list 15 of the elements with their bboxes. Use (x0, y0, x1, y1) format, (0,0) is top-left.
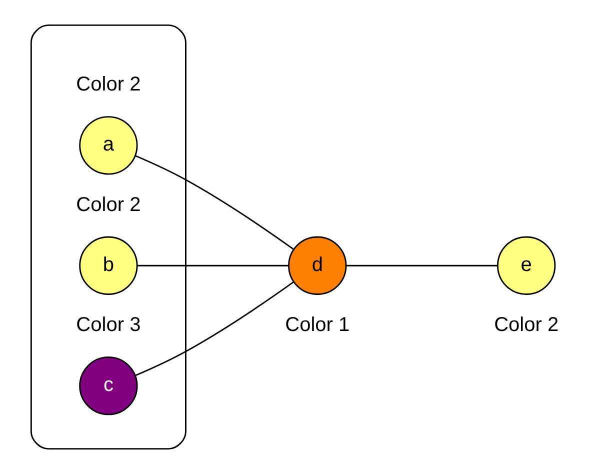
node-circle: a (79, 116, 138, 175)
node-label: Color 2 (494, 314, 559, 336)
cluster (30, 24, 186, 450)
node-label: Color 3 (76, 314, 141, 336)
node-circle: e (497, 236, 556, 295)
connector (135, 155, 294, 250)
node-label: Color 2 (76, 194, 141, 216)
connector (135, 281, 294, 376)
node-label: Color 2 (76, 74, 141, 96)
node-label: Color 1 (285, 314, 350, 336)
connector (346, 264, 498, 266)
node-circle: b (79, 236, 138, 295)
node-circle: d (288, 236, 347, 295)
node-circle: c (79, 356, 138, 416)
connector (137, 264, 288, 266)
